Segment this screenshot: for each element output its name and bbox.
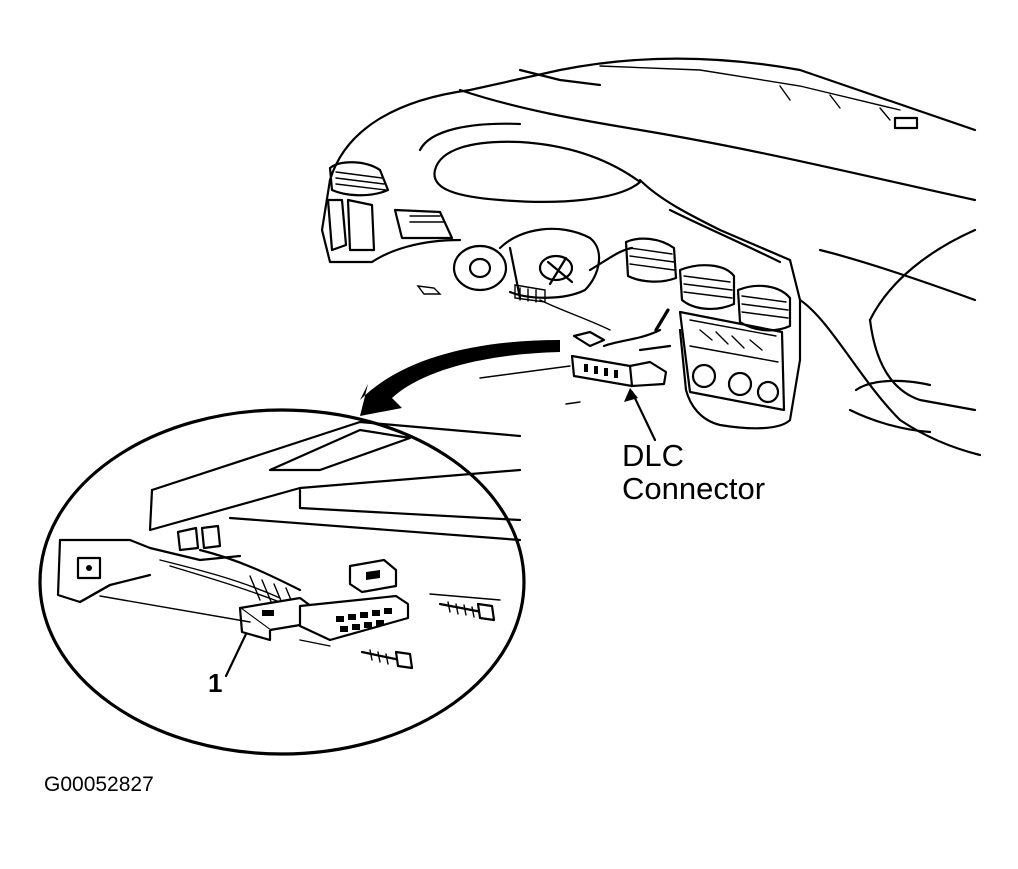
dlc-connector-label: DLC Connector xyxy=(622,438,766,506)
callout-number: 1 xyxy=(208,668,223,698)
left-air-vent xyxy=(326,161,390,252)
dlc-connector-main xyxy=(479,308,672,405)
detail-curved-arrow xyxy=(360,340,560,416)
detail-magnified-view xyxy=(38,408,526,756)
figure-id: G00052827 xyxy=(44,773,154,796)
dlc-leader-line xyxy=(630,390,657,442)
blower-motor xyxy=(393,208,634,331)
dlc-leader-arrowhead xyxy=(624,388,638,402)
dlc-label-line-2: Connector xyxy=(622,470,766,506)
dashboard-outline xyxy=(320,57,982,457)
dlc-label-line-1: DLC xyxy=(622,438,685,473)
climate-control-panel xyxy=(678,310,786,412)
